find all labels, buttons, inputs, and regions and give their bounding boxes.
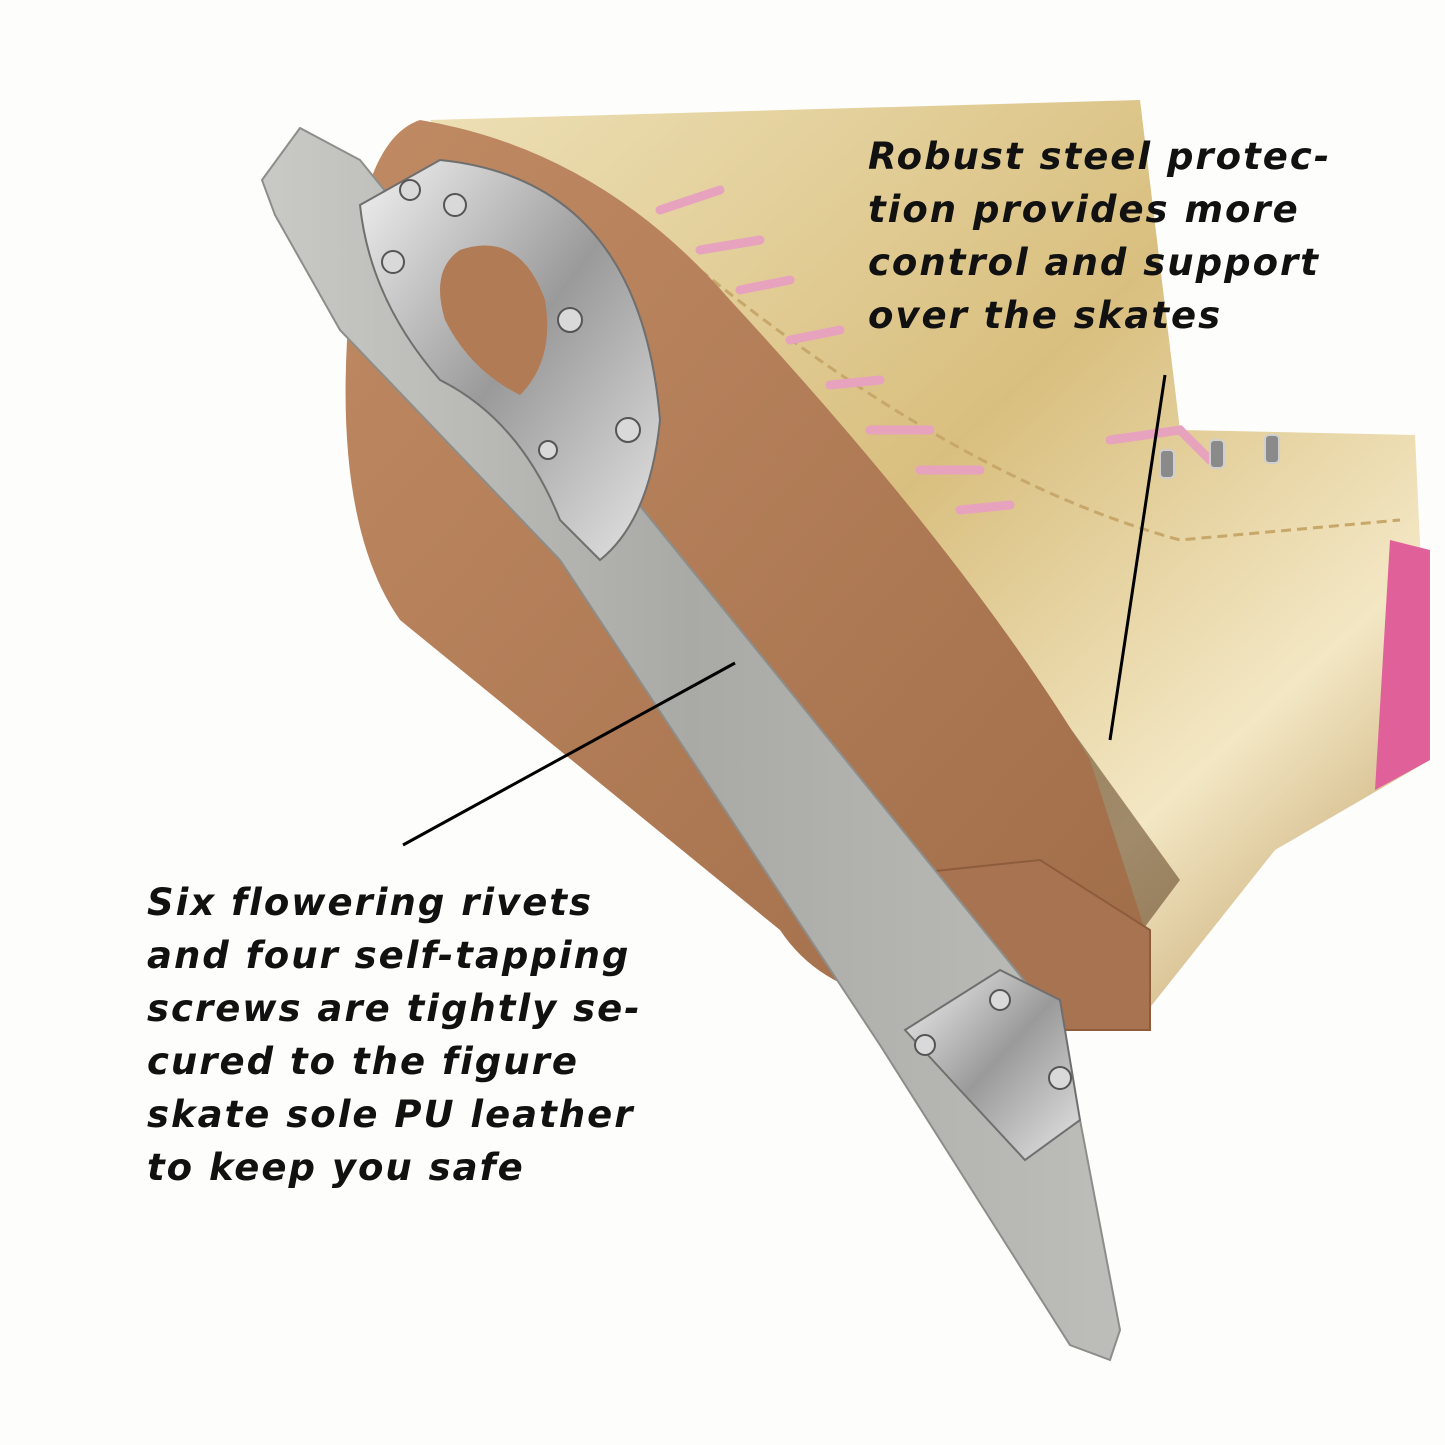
callout-top-line-1: Robust steel protec- [868,135,1332,178]
laces [655,185,1215,515]
callout-bottom-line-3: screws are tightly se- [147,987,642,1030]
callout-bottom-line-2: and four self-tapping [147,934,631,977]
eyelets [1159,434,1280,479]
leader-line-top [1108,374,1167,741]
callout-bottom-line-5: skate sole PU leather [147,1093,635,1136]
leader-line-bottom [402,661,736,847]
callout-bottom-line-4: cured to the figure [147,1040,579,1083]
front-plate-cutout [440,245,548,395]
callout-rivets-screws: Six flowering rivets and four self-tappi… [147,876,642,1194]
boot-heel-pink [1375,540,1430,790]
callout-bottom-line-1: Six flowering rivets [147,881,594,924]
blade [260,126,1122,1362]
callout-top-line-3: control and support [868,241,1320,284]
callout-steel-protection: Robust steel protec- tion provides more … [868,130,1331,342]
callout-top-line-2: tion provides more [868,188,1300,231]
callout-top-line-4: over the skates [868,294,1223,337]
rivets [381,179,1072,1090]
rear-mounting-plate [903,968,1082,1162]
callout-bottom-line-6: to keep you safe [147,1146,525,1189]
